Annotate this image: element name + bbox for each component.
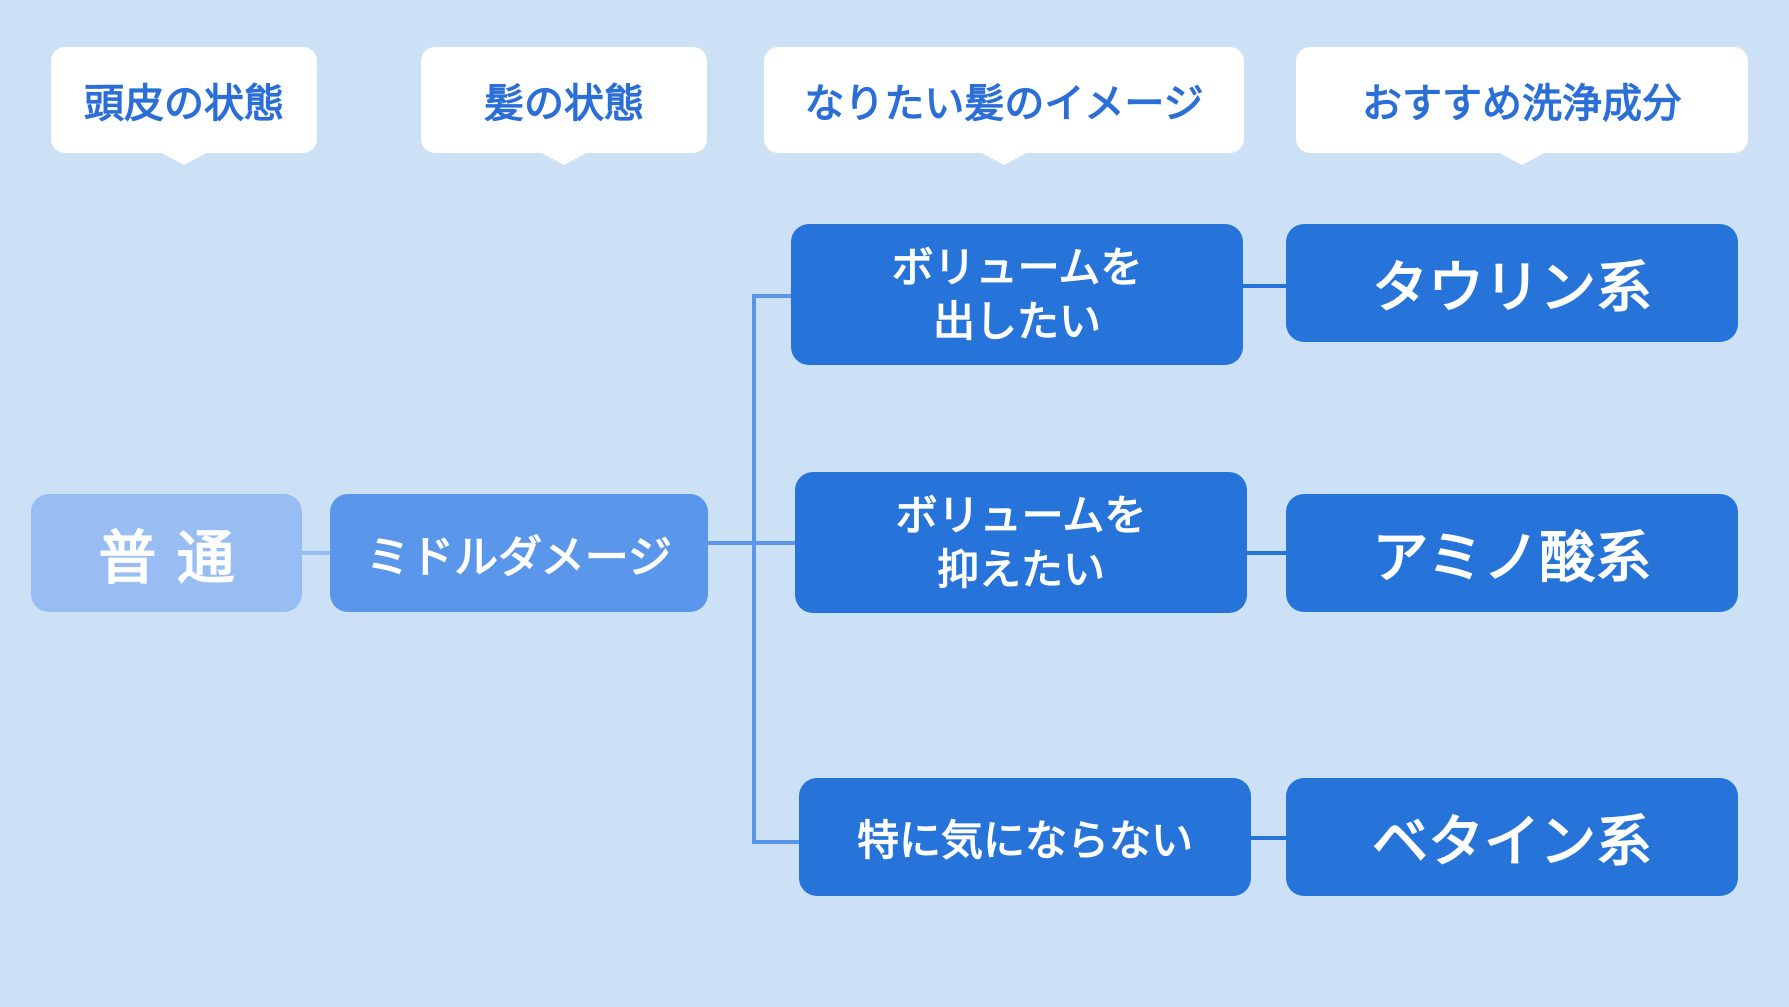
header-ideal-hair: なりたい髪のイメージ — [764, 47, 1244, 165]
node-ideal-volume-down: ボリュームを 抑えたい — [795, 472, 1247, 613]
connector-volume-up-taurine — [1242, 284, 1287, 288]
node-ideal-volume-up-line2: 出したい — [932, 296, 1101, 346]
node-ideal-no-concern-label: 特に気にならない — [856, 815, 1193, 865]
connector-no-concern-betaine — [1250, 836, 1287, 840]
node-cleanser-betaine: ベタイン系 — [1286, 778, 1738, 896]
connector-hair-trunk — [707, 541, 755, 545]
header-pointer — [1498, 152, 1546, 165]
connector-scalp-hair — [301, 551, 331, 555]
node-ideal-no-concern: 特に気にならない — [799, 778, 1251, 896]
connector-volume-down-amino — [1246, 551, 1287, 555]
node-cleanser-betaine-label: ベタイン系 — [1372, 809, 1652, 875]
header-ideal-label: なりたい髪のイメージ — [804, 81, 1204, 127]
header-recommended-cleanser: おすすめ洗浄成分 — [1296, 47, 1748, 165]
node-cleanser-amino-label: アミノ酸系 — [1372, 525, 1652, 591]
header-pointer — [540, 152, 588, 165]
node-hair-middle-damage: ミドルダメージ — [330, 494, 708, 612]
connector-branch-volume-down — [752, 541, 796, 545]
node-scalp-normal-label: 普 通 — [98, 524, 235, 592]
header-pointer — [160, 152, 208, 165]
node-ideal-volume-down-line1: ボリュームを — [895, 490, 1147, 540]
node-ideal-volume-up-line1: ボリュームを — [891, 242, 1143, 292]
node-cleanser-amino: アミノ酸系 — [1286, 494, 1738, 612]
header-scalp-condition: 頭皮の状態 — [51, 47, 317, 165]
connector-branch-volume-up — [752, 294, 792, 298]
node-scalp-normal: 普 通 — [31, 494, 302, 612]
header-hair-label: 髪の状態 — [484, 81, 644, 127]
node-cleanser-taurine: タウリン系 — [1286, 224, 1738, 342]
node-cleanser-taurine-label: タウリン系 — [1372, 255, 1652, 321]
header-pointer — [980, 152, 1028, 165]
node-ideal-volume-down-line2: 抑えたい — [936, 544, 1105, 594]
header-hair-condition: 髪の状態 — [421, 47, 707, 165]
connector-branch-no-concern — [752, 840, 800, 844]
header-scalp-label: 頭皮の状態 — [84, 81, 284, 127]
connector-trunk-vertical — [752, 294, 756, 844]
header-cleanser-label: おすすめ洗浄成分 — [1362, 81, 1682, 127]
node-hair-middle-damage-label: ミドルダメージ — [366, 532, 672, 583]
node-ideal-volume-up: ボリュームを 出したい — [791, 224, 1243, 365]
